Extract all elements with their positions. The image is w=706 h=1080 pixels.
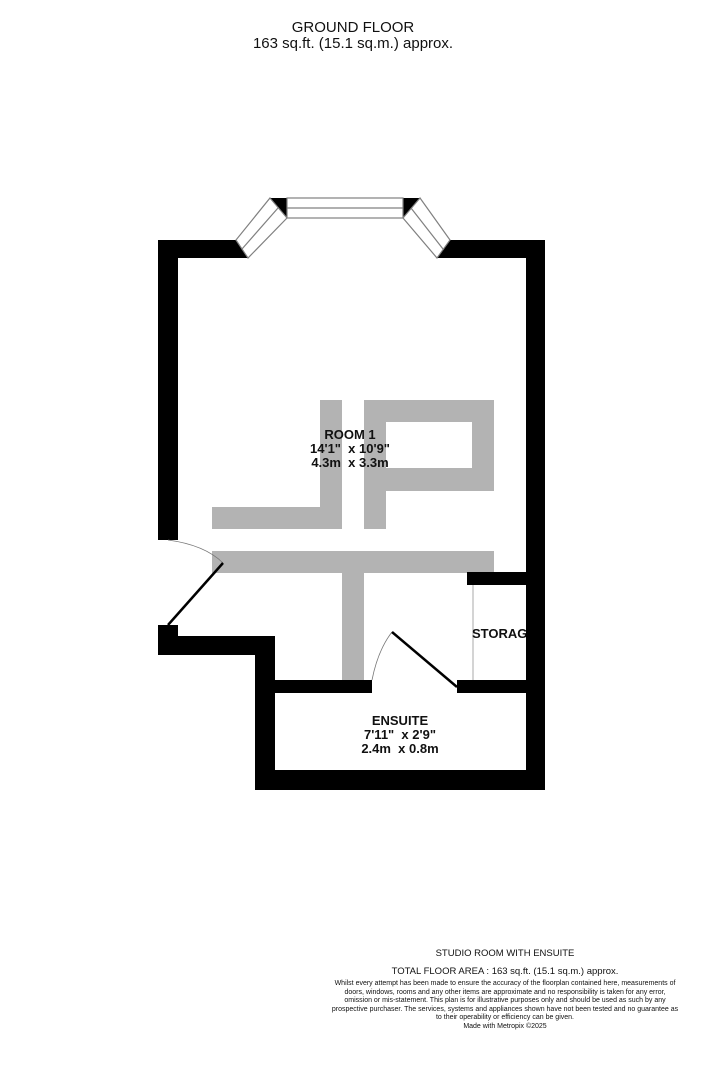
ensuite-name: ENSUITE [371, 713, 429, 728]
disclaimer-text: Whilst every attempt has been made to en… [331, 980, 679, 1022]
footer-title: STUDIO ROOM WITH ENSUITE [435, 948, 575, 959]
storage-label: STORAG [472, 627, 526, 641]
watermark-logo [212, 400, 494, 681]
entrance-door [167, 539, 224, 626]
floor-name: GROUND FLOOR [291, 19, 415, 36]
credit-text: Made with Metropix ©2025 [463, 1022, 547, 1030]
room-1-label: ROOM 1 14'1" x 10'9" 4.3m x 3.3m [290, 428, 410, 470]
ensuite-door [371, 631, 458, 688]
room-1-imperial: 14'1" x 10'9" [310, 441, 390, 456]
floor-area: 163 sq.ft. (15.1 sq.m.) approx. [252, 35, 454, 52]
footer-total-area: TOTAL FLOOR AREA : 163 sq.ft. (15.1 sq.m… [391, 966, 619, 977]
room-1-metric: 4.3m x 3.3m [311, 455, 389, 470]
walls [158, 198, 545, 790]
ensuite-metric: 2.4m x 0.8m [361, 741, 439, 756]
bay-window [235, 197, 451, 259]
room-1-name: ROOM 1 [324, 427, 376, 442]
ensuite-imperial: 7'11" x 2'9" [363, 727, 436, 742]
ensuite-label: ENSUITE 7'11" x 2'9" 2.4m x 0.8m [340, 714, 460, 756]
footer-disclaimer: Whilst every attempt has been made to en… [330, 980, 680, 1032]
